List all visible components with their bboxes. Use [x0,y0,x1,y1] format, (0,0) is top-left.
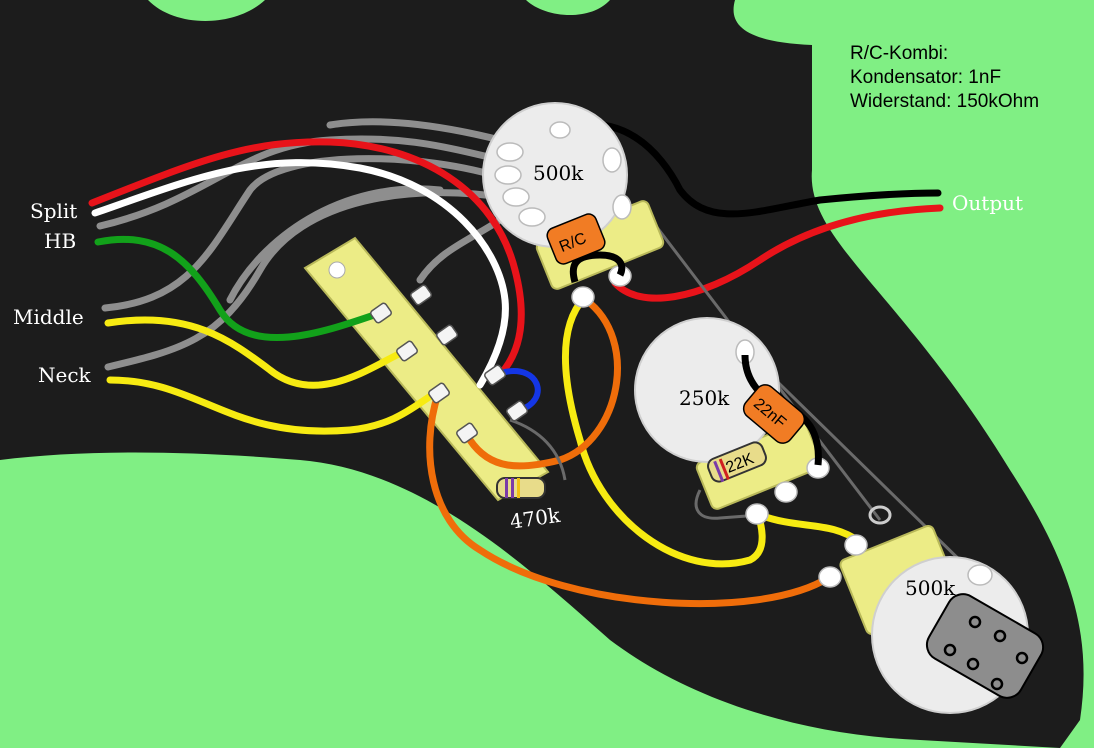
green-wire-hb [94,235,384,342]
note-line-2: Kondensator: 1nF [850,67,1002,88]
rc-capacitor [546,213,606,265]
label-output: Output [952,191,1023,215]
blue-wire [502,368,541,413]
white-wire-split [91,159,509,389]
red-wires [88,138,944,382]
orange-wires [426,296,832,608]
label-middle: Middle [13,305,84,329]
label-split: Split [30,199,77,223]
tone-pot-250k-lugs [735,339,830,525]
switch-screw-hole [328,261,346,279]
black-wire-output [561,121,942,218]
resistor-22k [707,441,767,483]
label-neck: Neck [38,363,92,387]
tone-pot-250k-value: 250k [679,386,730,410]
rc-lead [569,251,626,283]
note-line-3: Widerstand: 150kOhm [850,91,1040,112]
note-line-1: R/C-Kombi: [850,43,949,64]
tone-pot-500k-lugs [818,505,993,588]
label-hb: HB [44,229,76,253]
yellow-wires [104,294,864,568]
switch-terminals [370,284,528,444]
tone-pot-500k-value: 500k [905,576,956,600]
rc-combo-note: R/C-Kombi: Kondensator: 1nF Widerstand: … [850,42,1080,114]
resistor-470k [496,477,546,499]
volume-pot-value: 500k [533,161,584,185]
output-jack-icon [925,593,1045,699]
volume-pot-lugs [494,121,632,308]
capacitor-22nf [742,384,806,444]
